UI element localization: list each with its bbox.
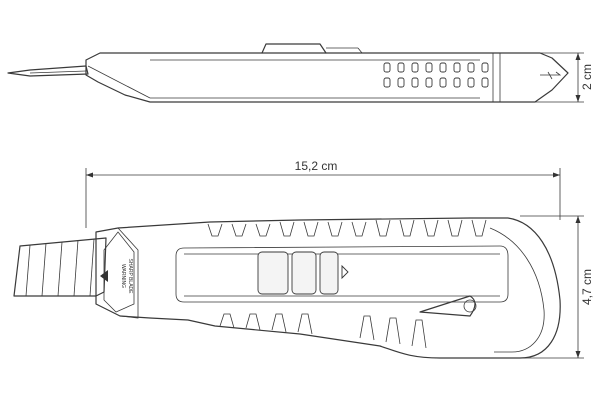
slider-grip-right — [319, 251, 339, 295]
thumb-notch — [419, 295, 476, 317]
blade-segments — [13, 237, 107, 297]
dimension-height-front: 4,7 cm — [520, 215, 594, 359]
length-label: 15,2 cm — [295, 159, 338, 173]
blade — [13, 237, 107, 297]
handle-outline — [95, 217, 561, 359]
slider-arrow-icon — [341, 264, 349, 280]
height-front-label: 4,7 cm — [580, 269, 594, 305]
knife-body-front: WARNING SHARP BLADE — [95, 217, 561, 359]
dimension-height-side: 2 cm — [535, 52, 594, 103]
sharp-blade-label: SHARP BLADE — [127, 259, 133, 295]
warning-label: WARNING — [120, 264, 126, 288]
slider-grip-center — [291, 251, 317, 295]
knife-top-view — [7, 43, 569, 103]
slider-grip-left — [257, 251, 289, 295]
slider-button-top — [261, 43, 327, 54]
blade-tip-top — [7, 65, 89, 77]
dimension-length: 15,2 cm — [85, 159, 561, 228]
grip-holes-top — [383, 62, 489, 88]
direction-arrow-icon — [100, 270, 108, 282]
height-side-label: 2 cm — [580, 64, 594, 90]
knife-body-top — [85, 52, 569, 103]
